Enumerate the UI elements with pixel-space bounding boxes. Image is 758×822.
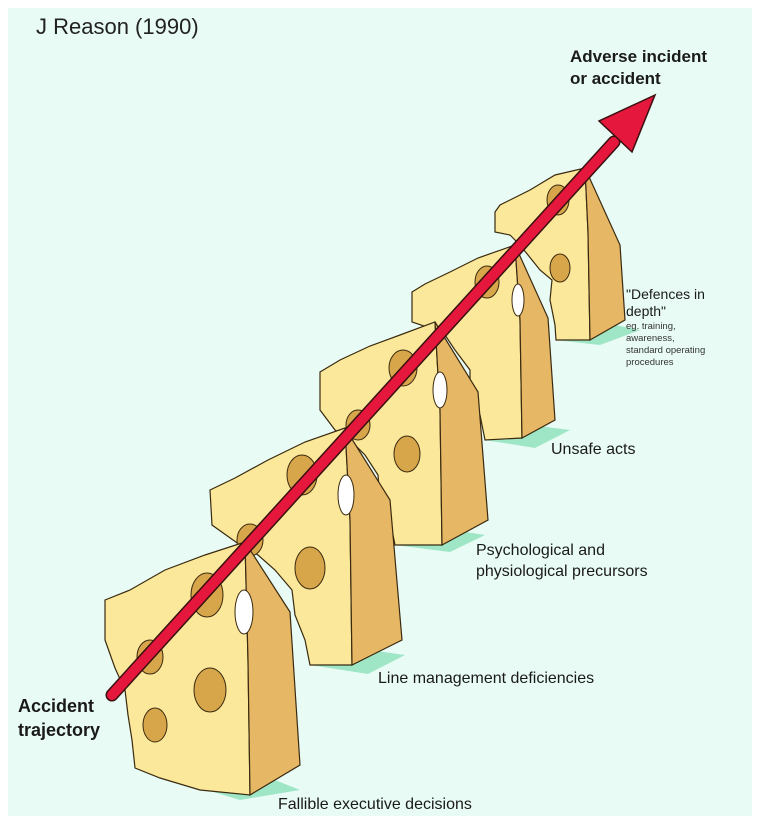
defences-detail-line: eg. training, — [626, 321, 726, 333]
trajectory-label: Accident trajectory — [18, 694, 128, 742]
slice-side — [585, 168, 625, 340]
defences-detail-line: procedures — [626, 357, 726, 369]
defences-detail: eg. training, awareness, standard operat… — [626, 321, 726, 369]
cheese-hole — [512, 284, 524, 316]
layer-label-executive: Fallible executive decisions — [278, 796, 472, 814]
layer-label-unsafe-acts: Unsafe acts — [551, 441, 635, 459]
slice-face — [105, 542, 250, 795]
cheese-hole — [433, 372, 447, 408]
cheese-hole — [338, 475, 354, 515]
layer-label-precursors: Psychological and physiological precurso… — [476, 540, 648, 582]
author-credit: J Reason (1990) — [36, 14, 199, 40]
cheese-hole — [550, 254, 570, 282]
defences-title-line-2: depth" — [626, 303, 736, 320]
cheese-hole — [295, 547, 325, 589]
outcome-label: Adverse incident or accident — [570, 46, 750, 90]
cheese-hole — [235, 590, 253, 634]
defences-detail-line: standard operating — [626, 345, 726, 357]
defences-detail-line: awareness, — [626, 333, 726, 345]
trajectory-line-1: Accident — [18, 694, 128, 718]
outcome-line-2: or accident — [570, 68, 750, 90]
defences-title: "Defences in depth" — [626, 286, 736, 320]
cheese-hole — [194, 668, 226, 712]
precursors-line-2: physiological precursors — [476, 561, 648, 582]
defences-title-line-1: "Defences in — [626, 286, 736, 303]
cheese-hole — [143, 708, 167, 742]
trajectory-line-2: trajectory — [18, 718, 128, 742]
outcome-line-1: Adverse incident — [570, 46, 750, 68]
cheese-hole — [394, 436, 420, 472]
layer-label-management: Line management deficiencies — [378, 670, 594, 688]
precursors-line-1: Psychological and — [476, 540, 648, 561]
